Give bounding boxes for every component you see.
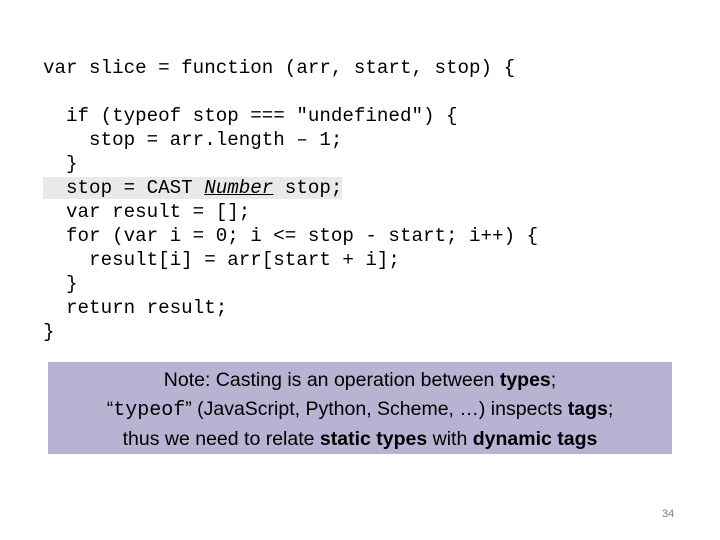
code-block: var slice = function (arr, start, stop) … (43, 56, 538, 344)
code-line: result[i] = arr[start + i]; (43, 249, 400, 271)
note-text: “ (106, 398, 114, 420)
cast-highlight: stop = CAST Number stop; (43, 177, 343, 199)
note-bold: dynamic tags (472, 428, 598, 450)
note-bold: tags (567, 398, 608, 420)
code-line: stop = arr.length – 1; (43, 129, 343, 151)
note-box: Note: Casting is an operation between ty… (48, 362, 672, 454)
cast-suffix: stop; (273, 177, 343, 199)
note-text: with (427, 428, 473, 450)
note-text: ” (JavaScript, Python, Scheme, …) inspec… (185, 398, 568, 420)
code-line-cast: stop = CAST Number stop; (43, 176, 538, 200)
note-line-1: Note: Casting is an operation between ty… (48, 366, 672, 395)
code-line: if (typeof stop === "undefined") { (43, 105, 458, 127)
note-line-3: thus we need to relate static types with… (48, 425, 672, 454)
note-text: Note: Casting is an operation between (163, 369, 500, 391)
code-line: } (43, 153, 78, 175)
note-text: ; (607, 398, 614, 420)
cast-type: Number (204, 177, 274, 199)
blank-line (43, 80, 538, 104)
code-line: } (43, 321, 55, 343)
note-text: ; (550, 369, 557, 391)
code-line: var slice = function (arr, start, stop) … (43, 57, 516, 79)
code-line: return result; (43, 297, 228, 319)
note-bold: types (499, 369, 551, 391)
note-code: typeof (113, 399, 186, 422)
note-bold: static types (319, 428, 428, 450)
cast-prefix: stop = CAST (43, 177, 205, 199)
note-line-2: “typeof” (JavaScript, Python, Scheme, …)… (48, 395, 672, 425)
code-line: } (43, 273, 78, 295)
page-number: 34 (662, 508, 675, 520)
code-line: for (var i = 0; i <= stop - start; i++) … (43, 225, 539, 247)
code-line: var result = []; (43, 201, 251, 223)
note-text: thus we need to relate (122, 428, 320, 450)
